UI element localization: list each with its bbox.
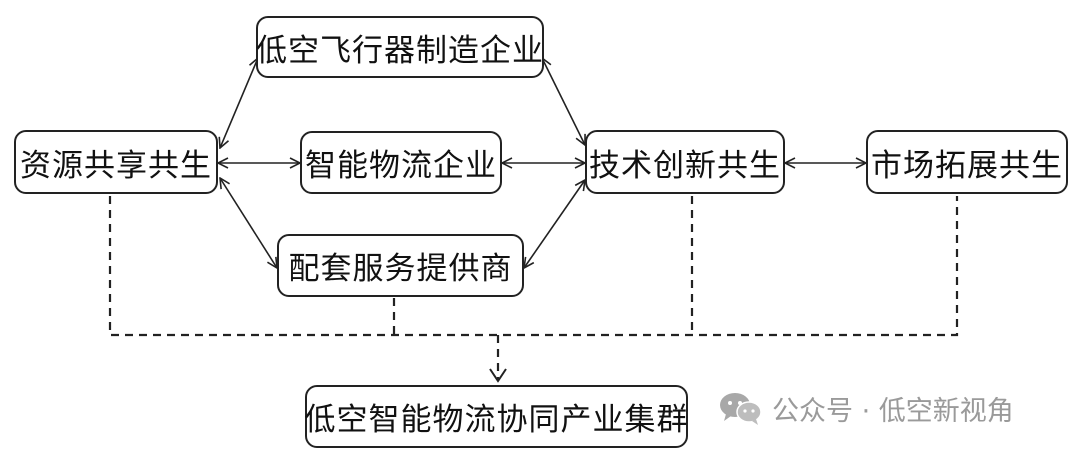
watermark-text: 公众号 · 低空新视角	[772, 395, 1014, 427]
arrow-aircraft-tech	[542, 58, 585, 145]
arrow-to-cluster	[489, 368, 507, 383]
node-industry-cluster: 低空智能物流协同产业集群	[305, 385, 688, 448]
node-resource-sharing: 资源共享共生	[14, 130, 218, 194]
node-aircraft-manufacturer: 低空飞行器制造企业	[256, 16, 544, 78]
dashed-feed-lines	[108, 196, 959, 380]
node-tech-innovation: 技术创新共生	[585, 130, 785, 194]
node-market-expansion: 市场拓展共生	[866, 130, 1068, 194]
arrow-resource-service	[220, 178, 277, 268]
watermark: 公众号 · 低空新视角	[718, 388, 1014, 428]
arrow-resource-aircraft	[220, 58, 258, 148]
node-logistics-enterprise: 智能物流企业	[300, 131, 502, 194]
wechat-icon	[720, 393, 762, 425]
arrow-service-tech	[524, 180, 585, 268]
node-service-provider: 配套服务提供商	[277, 234, 524, 297]
